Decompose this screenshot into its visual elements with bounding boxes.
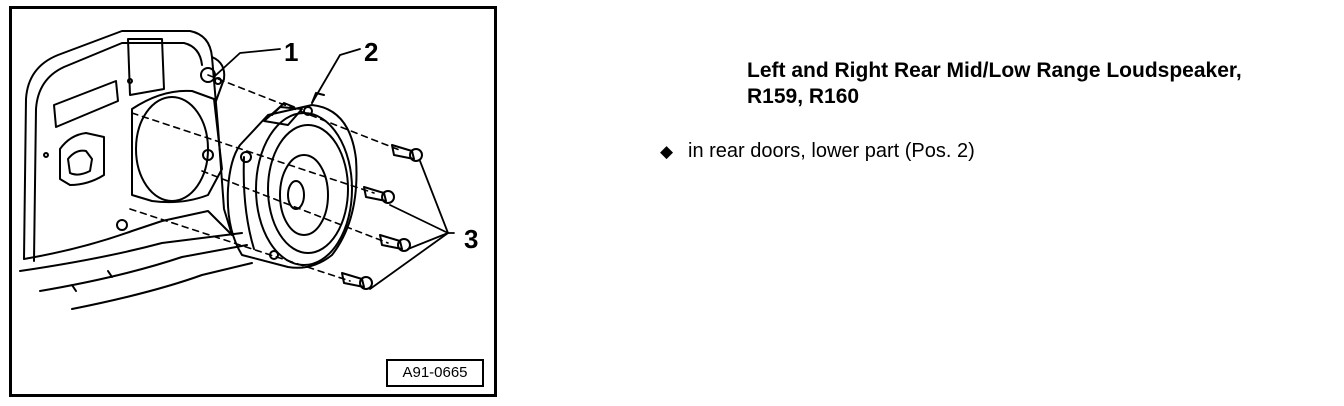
bullet-list: ◆ in rear doors, lower part (Pos. 2) xyxy=(660,138,975,165)
bullet-text: in rear doors, lower part (Pos. 2) xyxy=(688,140,975,162)
callout-3: 3 xyxy=(464,224,479,254)
mounting-screws xyxy=(341,144,423,290)
callout-2: 2 xyxy=(364,37,379,67)
section-title-line2: R159, R160 xyxy=(747,85,860,108)
door-panel xyxy=(19,30,253,310)
leader-lines xyxy=(215,48,455,290)
loudspeaker-body xyxy=(226,92,358,269)
alignment-lines xyxy=(129,74,403,282)
section-title-line1: Left and Right Rear Mid/Low Range Loudsp… xyxy=(747,59,1242,82)
figure-id-label: A91-0665 xyxy=(386,359,484,387)
list-item: ◆ in rear doors, lower part (Pos. 2) xyxy=(660,138,975,165)
loudspeaker-diagram xyxy=(19,30,455,310)
figure-frame: 1 2 3 A91-0665 xyxy=(9,6,497,397)
diamond-bullet-icon: ◆ xyxy=(660,142,674,161)
callout-1: 1 xyxy=(284,37,299,67)
section-title: Left and Right Rear Mid/Low Range Loudsp… xyxy=(747,58,1337,110)
